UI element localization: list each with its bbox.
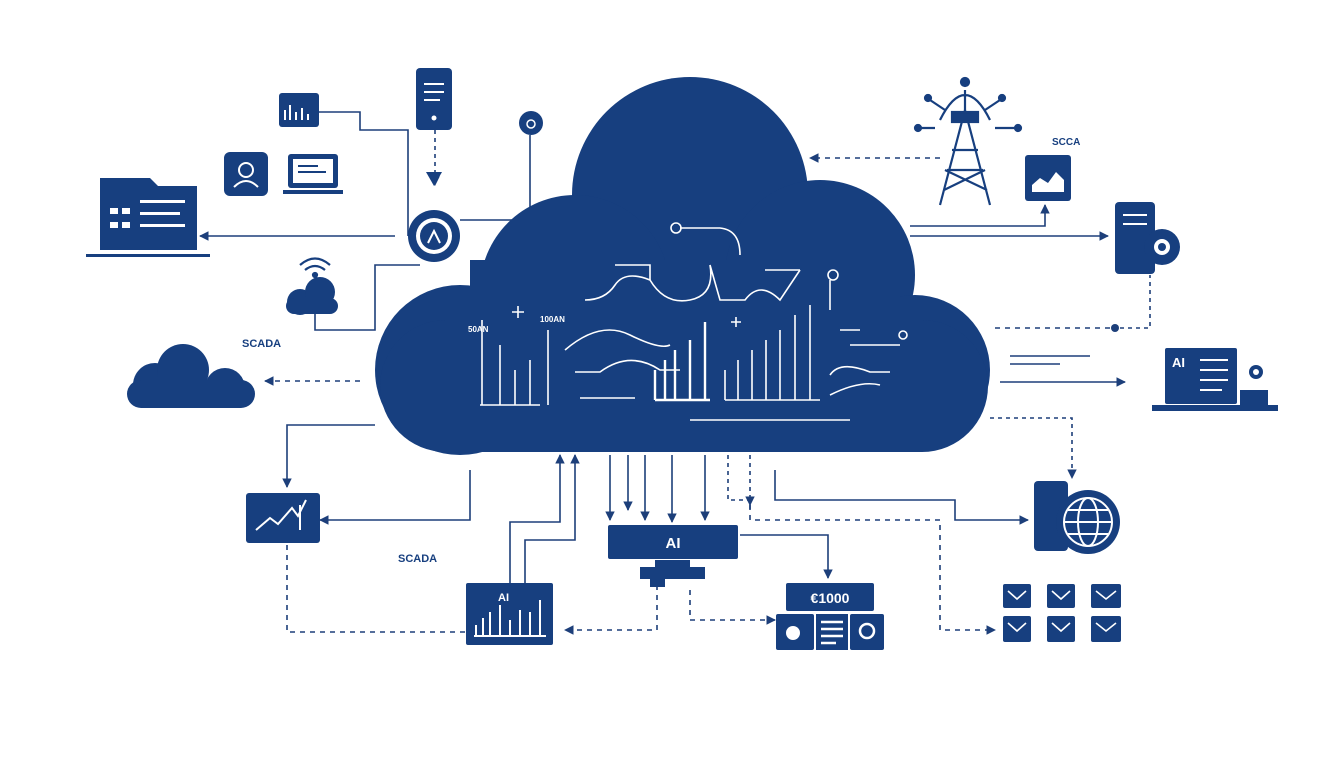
line-chart-icon: [246, 493, 320, 543]
calculator-icon: [816, 614, 848, 650]
monitor-chart-icon: [1025, 155, 1071, 201]
ai-laptop-label: AI: [1172, 355, 1185, 370]
scada-bottom-label: SCADA: [398, 553, 437, 565]
user-icon: [224, 152, 268, 196]
gear-icon: [408, 172, 460, 262]
mail-icon: [1047, 616, 1075, 642]
cloud-axis-right-label: 100AN: [540, 315, 565, 324]
globe-icon: [1034, 481, 1120, 554]
server-icon: [416, 68, 452, 130]
scada-left-label: SCADA: [242, 338, 281, 350]
transmission-tower-icon: [913, 76, 1023, 206]
connector-lines: [199, 111, 1151, 635]
mail-icon: [1047, 584, 1075, 608]
left-cloud-icon: [127, 344, 255, 408]
mail-icon: [1003, 616, 1031, 642]
cloud-icon: [375, 77, 990, 455]
ai-bar-chart-icon: [466, 583, 553, 645]
chart-icon: [279, 93, 319, 127]
laptop-icon: [283, 154, 343, 194]
small-cloud-icon: [286, 277, 338, 315]
ai-center-label: AI: [666, 535, 681, 552]
folder-icon: [86, 178, 210, 257]
camera-icon: [776, 614, 814, 650]
sensor-icon: [519, 111, 543, 135]
mail-icon: [1003, 584, 1031, 608]
server-disk-icon: [1115, 202, 1180, 274]
mail-grid: [1003, 584, 1121, 642]
scada-top-right-label: SCCA: [1052, 137, 1080, 148]
search-icon: [850, 614, 884, 650]
ai-chart-label: AI: [498, 592, 509, 604]
price-display: [786, 583, 874, 611]
wifi-icon: [299, 257, 331, 279]
location-pin-icon: [1249, 365, 1263, 379]
ai-hub: [608, 525, 738, 587]
mail-icon: [1091, 616, 1121, 642]
cloud-chart: [480, 222, 908, 421]
mail-icon: [1091, 584, 1121, 608]
cloud-axis-left-label: 50AN: [468, 325, 489, 334]
price-display-label: €1000: [811, 590, 850, 606]
ai-laptop-icon: [1152, 348, 1278, 411]
